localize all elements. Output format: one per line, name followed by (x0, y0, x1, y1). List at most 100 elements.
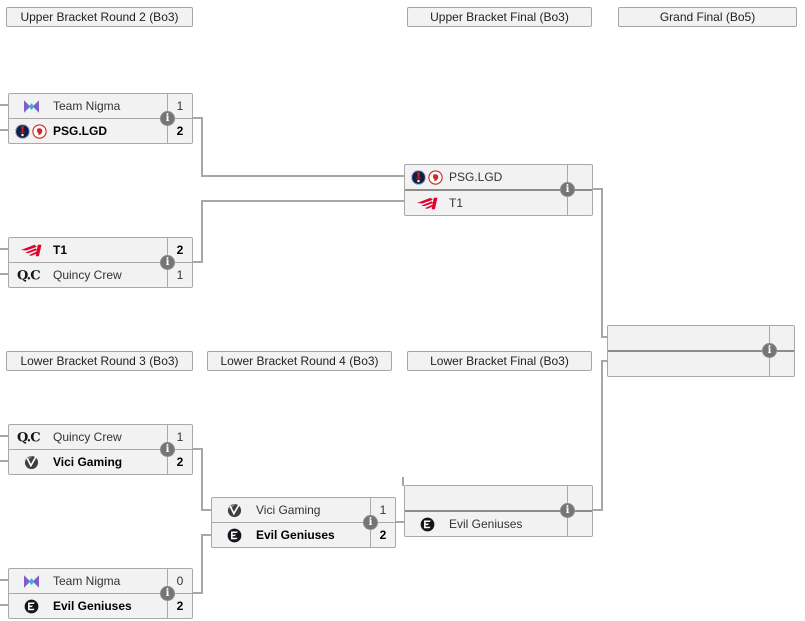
connector-line (0, 248, 8, 250)
vici-logo-icon (227, 503, 242, 518)
eg-logo-icon (24, 599, 39, 614)
team-name: Evil Geniuses (53, 599, 132, 613)
svg-text:Q.C: Q.C (17, 269, 40, 283)
team-score: 0 (167, 569, 192, 593)
connector-line (601, 188, 603, 338)
connector-line (193, 261, 203, 263)
connector-line (0, 273, 8, 275)
match-info-icon[interactable]: i (560, 503, 575, 518)
match-info-icon[interactable]: i (560, 182, 575, 197)
team-logo-wrap (405, 197, 449, 210)
round-header-upper-bracket-round-2: Upper Bracket Round 2 (Bo3) (6, 7, 193, 27)
round-header-lower-bracket-final: Lower Bracket Final (Bo3) (407, 351, 592, 371)
connector-line (201, 175, 404, 177)
connector-line (193, 592, 203, 594)
match-grand-final: i (607, 325, 795, 377)
connector-line (402, 477, 404, 486)
connector-line (0, 104, 8, 106)
team-slot-quincy-crew[interactable]: Q.C Quincy Crew 1 (9, 262, 192, 287)
match-info-icon[interactable]: i (762, 343, 777, 358)
nigma-logo-icon (23, 574, 39, 588)
team-slot-empty (608, 350, 794, 376)
team-logo-wrap (9, 574, 53, 588)
team-slot-t1[interactable]: T1 (405, 189, 592, 215)
team-name: Vici Gaming (53, 455, 123, 469)
team-logo-wrap (9, 599, 53, 614)
team-logo-wrap (9, 455, 53, 470)
team-slot-vici-gaming[interactable]: Vici Gaming 1 (212, 498, 395, 522)
connector-line (593, 188, 603, 190)
team-logo-wrap: Q.C (9, 268, 53, 283)
team-slot-evil-geniuses[interactable]: Evil Geniuses (405, 510, 592, 536)
team-slot-t1[interactable]: T1 2 (9, 238, 192, 262)
connector-line (601, 360, 607, 362)
match-info-icon[interactable]: i (160, 110, 175, 126)
qc-logo-icon: Q.C (17, 268, 45, 283)
round-header-upper-bracket-final: Upper Bracket Final (Bo3) (407, 7, 592, 27)
team-name: T1 (53, 243, 68, 257)
match-info-icon[interactable]: i (160, 441, 175, 457)
team-logo-wrap: Q.C (9, 430, 53, 445)
team-score: 1 (167, 263, 192, 287)
team-name: PSG.LGD (449, 170, 503, 184)
team-score: 2 (167, 119, 192, 143)
team-slot-evil-geniuses[interactable]: Evil Geniuses 2 (9, 593, 192, 618)
connector-line (201, 534, 211, 536)
team-score: 2 (167, 594, 192, 618)
lgd-logo-icon (32, 123, 47, 139)
eg-logo-icon (420, 517, 435, 532)
team-slot-empty (608, 326, 794, 350)
team-logo-wrap (9, 123, 53, 139)
team-logo-wrap (405, 517, 449, 532)
match-info-icon[interactable]: i (363, 514, 378, 530)
connector-line (0, 579, 8, 581)
team-score (567, 512, 592, 536)
connector-line (201, 117, 203, 177)
svg-text:Q.C: Q.C (17, 431, 40, 445)
team-name: T1 (449, 196, 464, 210)
team-slot-psg-lgd[interactable]: PSG.LGD (405, 165, 592, 189)
team-name: PSG.LGD (53, 124, 108, 138)
team-score: 1 (167, 425, 192, 449)
team-score (769, 326, 794, 350)
team-name: Evil Geniuses (449, 517, 523, 531)
team-name: Vici Gaming (256, 503, 321, 517)
connector-line (0, 460, 8, 462)
connector-line (0, 604, 8, 606)
team-score: 1 (167, 94, 192, 118)
team-score: 2 (167, 238, 192, 262)
team-name: Quincy Crew (53, 268, 122, 282)
team-slot-psg-lgd[interactable]: PSG.LGD 2 (9, 118, 192, 143)
qc-logo-icon: Q.C (17, 430, 45, 445)
team-logo-wrap (405, 169, 449, 185)
nigma-logo-icon (23, 99, 39, 113)
psg-logo-icon (411, 169, 426, 185)
round-header-lower-bracket-round-3: Lower Bracket Round 3 (Bo3) (6, 351, 193, 371)
connector-line (601, 336, 607, 338)
team-score: 2 (370, 523, 395, 547)
eg-logo-icon (227, 528, 242, 543)
connector-line (0, 435, 8, 437)
match-info-icon[interactable]: i (160, 585, 175, 601)
team-logo-wrap (9, 244, 53, 257)
team-score: 1 (370, 498, 395, 522)
connector-line (201, 200, 203, 263)
team-score (567, 486, 592, 510)
team-score (769, 352, 794, 376)
team-logo-wrap (9, 99, 53, 113)
connector-line (193, 117, 203, 119)
team-score (567, 165, 592, 189)
match-info-icon[interactable]: i (160, 254, 175, 270)
connector-line (201, 534, 203, 594)
vici-logo-icon (24, 455, 39, 470)
